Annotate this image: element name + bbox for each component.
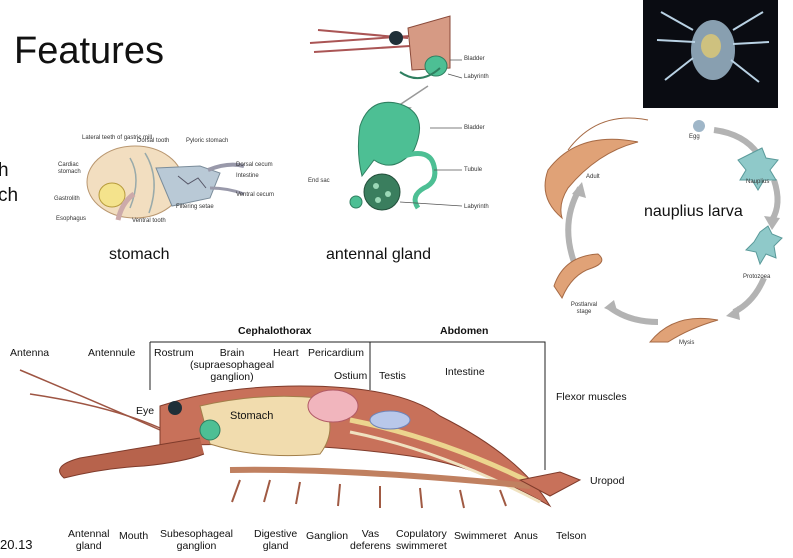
label-anus: Anus [514,530,538,542]
antennal-gland-illustration [309,15,463,211]
label-heart: Heart [273,347,299,359]
cut-off-text-2: ch [0,185,19,206]
label-tubule: Tubule [464,167,483,173]
label-bladder: Bladder [464,125,485,131]
stage-protozoea: Protozoea [743,274,771,280]
antennal-gland-caption: antennal gland [326,246,431,263]
cut-off-text-1: h [0,160,9,181]
label-intestine: Intestine [445,366,485,378]
subesophageal-line-2: ganglion [176,540,217,552]
label-cardiac-stomach: Cardiac stomach [58,162,81,175]
copulatory-line-2: swimmeret [396,540,447,552]
label-dorsal-cecum: Dorsal cecum [236,162,273,168]
label-esophagus: Esophagus [56,216,87,222]
label-mouth: Mouth [119,530,149,542]
label-eye: Eye [136,405,155,417]
antennal-gland-line-1: Antennal [68,528,110,540]
label-swimmeret: Swimmeret [454,530,507,542]
label-labyrinth: Labyrinth [464,204,489,210]
nauplius-photo [643,0,778,108]
label-digestive-gland: Digestive gland [254,528,297,552]
life-cycle-diagram [544,117,783,343]
crayfish-illustration [19,341,582,509]
stage-adult: Adult [586,174,600,180]
digestive-gland-line-2: gland [262,540,289,552]
label-lateral-teeth: Lateral teeth of gastric mill [82,135,153,141]
nauplius-larva-caption: nauplius larva [644,203,743,220]
stage-nauplius: Nauplius [746,179,770,185]
label-rostrum: Rostrum [154,347,194,359]
digestive-gland-line-1: Digestive [254,528,298,540]
label-telson: Telson [556,530,587,542]
label-ostium: Ostium [334,370,368,382]
label-intestine: Intestine [236,173,259,179]
label-bladder-top: Bladder [464,56,485,62]
label-pyloric-stomach: Pyloric stomach [186,138,229,144]
label-labyrinth-top: Labyrinth [464,74,489,80]
stage-mysis: Mysis [679,340,695,346]
subesophageal-line-1: Subesophageal [160,528,233,540]
label-flexor-muscles: Flexor muscles [556,391,627,403]
label-antennal-gland: Antennal gland [68,528,109,552]
brain-line-3: ganglion) [210,371,254,383]
label-ventral-cecum: Ventral cecum [236,192,275,198]
figure-number: 20.13 [0,537,33,552]
label-uropod: Uropod [590,475,625,487]
label-subesophageal-ganglion: Subesophageal ganglion [160,528,233,552]
brain-line-2: (supraesophageal [190,359,275,371]
label-antenna: Antenna [10,347,50,359]
copulatory-line-1: Copulatory [396,528,447,540]
label-ganglion: Ganglion [306,530,349,542]
label-pericardium: Pericardium [308,347,365,359]
label-testis: Testis [379,370,406,382]
label-antennule: Antennule [88,347,136,359]
label-brain: Brain (supraesophageal ganglion) [190,347,274,383]
label-dorsal-tooth: Dorsal tooth [137,138,170,144]
label-copulatory-swimmeret: Copulatory swimmeret [396,528,447,552]
label-gastrolith: Gastrolith [54,196,80,202]
antennal-gland-line-2: gland [75,540,102,552]
label-end-sac: End sac [308,178,330,184]
slide-title: Features [14,30,164,72]
vas-deferens-line-1: Vas [361,528,380,540]
label-filtering-setae: Filtering setae [176,204,214,210]
label-vas-deferens: Vas deferens [350,528,391,552]
brain-line-1: Brain [219,347,245,359]
stage-egg: Egg [689,134,700,140]
stomach-illustration [86,145,245,221]
region-abdomen: Abdomen [440,325,489,337]
region-cephalothorax: Cephalothorax [238,325,312,337]
label-ventral-tooth: Ventral tooth [132,218,166,224]
stomach-caption: stomach [109,246,170,263]
vas-deferens-line-2: deferens [350,540,391,552]
label-stomach: Stomach [230,410,274,422]
stage-postlarval: Postlarval stage [570,302,598,315]
